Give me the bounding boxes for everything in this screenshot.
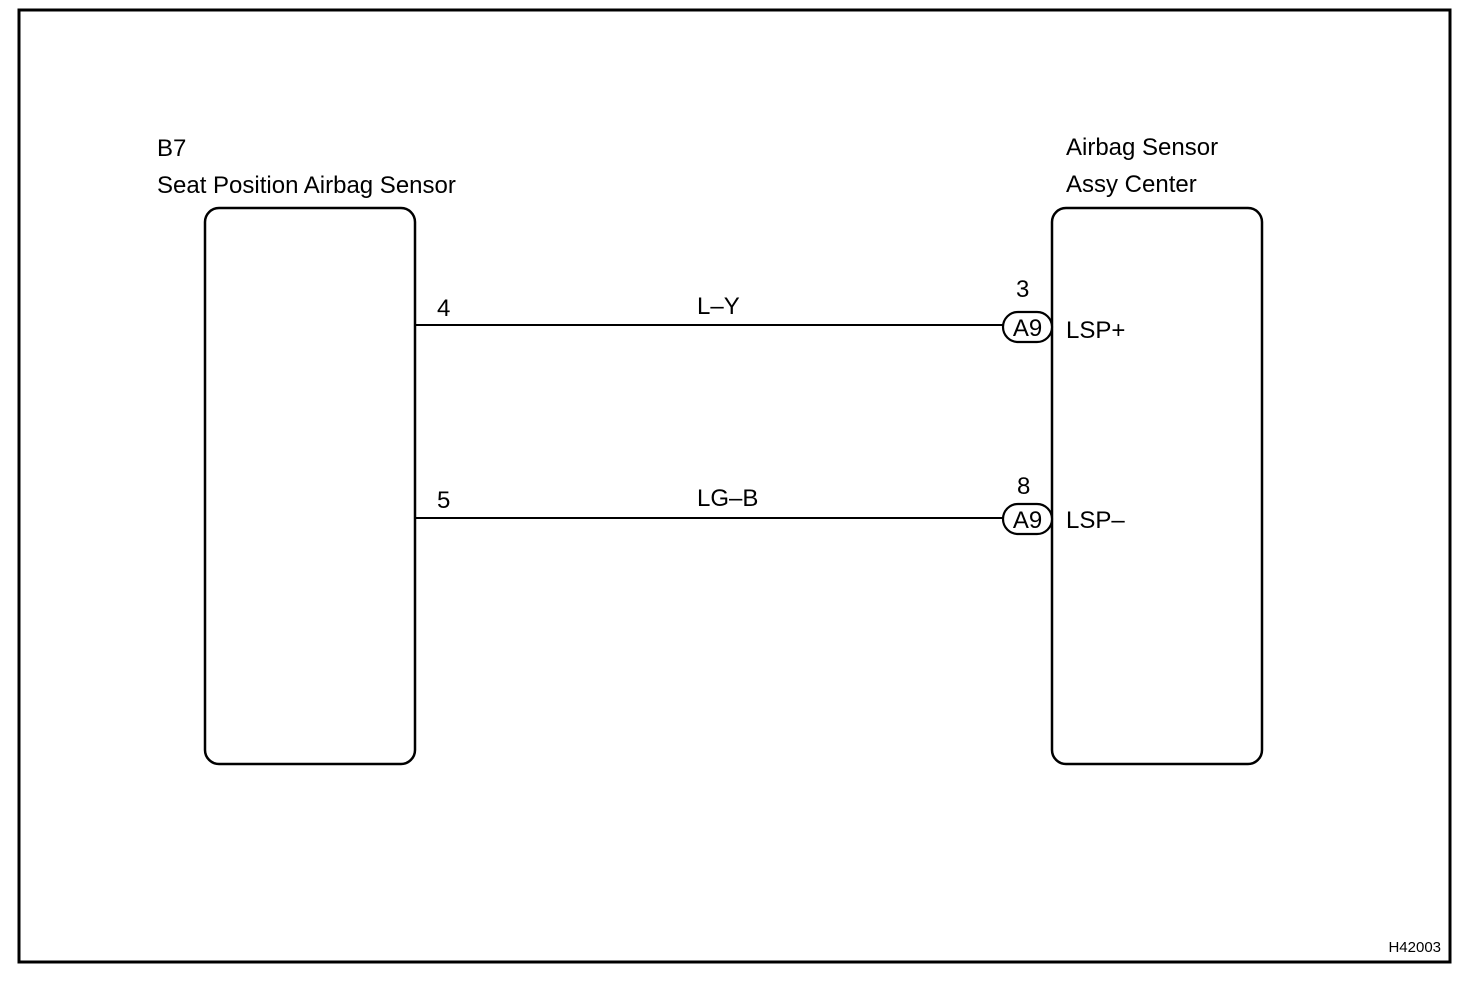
left-component-box <box>203 206 417 766</box>
wire-1: 4 L–Y 3 A9 LSP+ <box>416 276 1125 344</box>
terminal-label: LSP– <box>1066 507 1125 534</box>
right-component-box <box>1050 206 1264 766</box>
connector-label: A9 <box>1013 507 1042 534</box>
wire-color-code: LG–B <box>697 485 758 512</box>
wire-2: 5 LG–B 8 A9 LSP– <box>416 473 1125 536</box>
connector-badge <box>1001 502 1054 536</box>
right-pin-number: 8 <box>1017 473 1030 500</box>
right-component-name-line1: Airbag Sensor <box>1066 134 1218 161</box>
connector-label: A9 <box>1013 315 1042 342</box>
connector-badge <box>1001 310 1054 344</box>
left-pin-number: 5 <box>437 487 450 514</box>
left-component-code: B7 <box>157 135 186 162</box>
right-component-name-line2: Assy Center <box>1066 171 1197 198</box>
diagram-id: H42003 <box>1388 939 1441 956</box>
terminal-label: LSP+ <box>1066 317 1125 344</box>
diagram-frame <box>17 8 1452 964</box>
right-pin-number: 3 <box>1016 276 1029 303</box>
wire-color-code: L–Y <box>697 293 740 320</box>
left-component-name: Seat Position Airbag Sensor <box>157 172 456 199</box>
left-pin-number: 4 <box>437 295 450 322</box>
